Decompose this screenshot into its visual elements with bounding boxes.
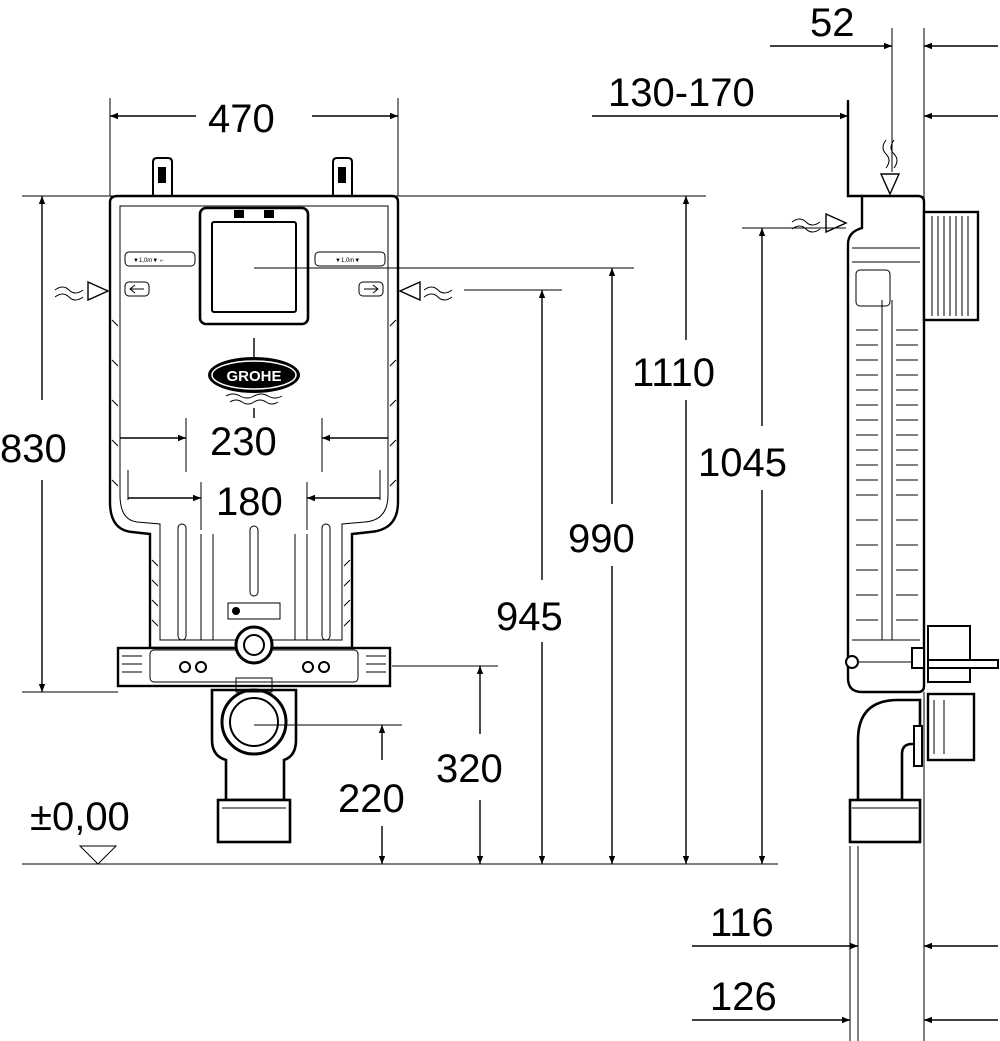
dim-1045: 1045 bbox=[698, 441, 787, 485]
side-cistern-cap bbox=[922, 210, 980, 322]
water-inlet-right bbox=[398, 280, 453, 302]
svg-text:▼1,0m▼ ⌐: ▼1,0m▼ ⌐ bbox=[133, 258, 164, 264]
floor-level-symbol bbox=[78, 845, 118, 865]
dimension-lines bbox=[22, 28, 998, 1041]
mounting-bar bbox=[116, 625, 392, 688]
dim-470: 470 bbox=[208, 97, 275, 141]
side-frame bbox=[846, 194, 926, 694]
dim-320: 320 bbox=[436, 747, 503, 791]
brand-logo: GROHE bbox=[208, 338, 300, 418]
dim-830: 830 bbox=[0, 427, 67, 471]
dim-126: 126 bbox=[710, 975, 777, 1019]
dim-945: 945 bbox=[496, 595, 563, 639]
svg-text:▼1,0m▼: ▼1,0m▼ bbox=[335, 258, 360, 264]
flush-plate-opening bbox=[198, 206, 310, 326]
side-view bbox=[791, 100, 999, 844]
drain-pipe bbox=[210, 677, 298, 844]
dim-220: 220 bbox=[338, 777, 405, 821]
side-water-inlet-front bbox=[791, 212, 848, 234]
mounting-hooks bbox=[152, 157, 353, 195]
dimension-labels: 52 130-170 470 830 230 180 1110 1045 990… bbox=[0, 1, 855, 1019]
side-label-plates: ▼1,0m▼ ⌐ ▼1,0m▼ bbox=[124, 251, 386, 297]
dim-990: 990 bbox=[568, 517, 635, 561]
side-actuator bbox=[911, 625, 999, 683]
frame-ribs bbox=[111, 319, 397, 627]
dim-180: 180 bbox=[216, 480, 283, 524]
dim-130-170: 130-170 bbox=[608, 71, 755, 115]
water-inlet-left bbox=[54, 280, 110, 302]
dim-1110: 1110 bbox=[632, 351, 715, 395]
side-water-inlet-top bbox=[879, 139, 901, 196]
dim-zero-level: ±0,00 bbox=[30, 795, 130, 839]
dim-52: 52 bbox=[810, 1, 855, 45]
logo-text: GROHE bbox=[226, 368, 281, 385]
frame-channels bbox=[177, 523, 331, 641]
dim-116: 116 bbox=[710, 901, 774, 945]
side-drain-elbow bbox=[848, 692, 976, 844]
dim-230: 230 bbox=[210, 420, 277, 464]
front-view: ▼1,0m▼ ⌐ ▼1,0m▼ GROHE bbox=[54, 157, 453, 844]
